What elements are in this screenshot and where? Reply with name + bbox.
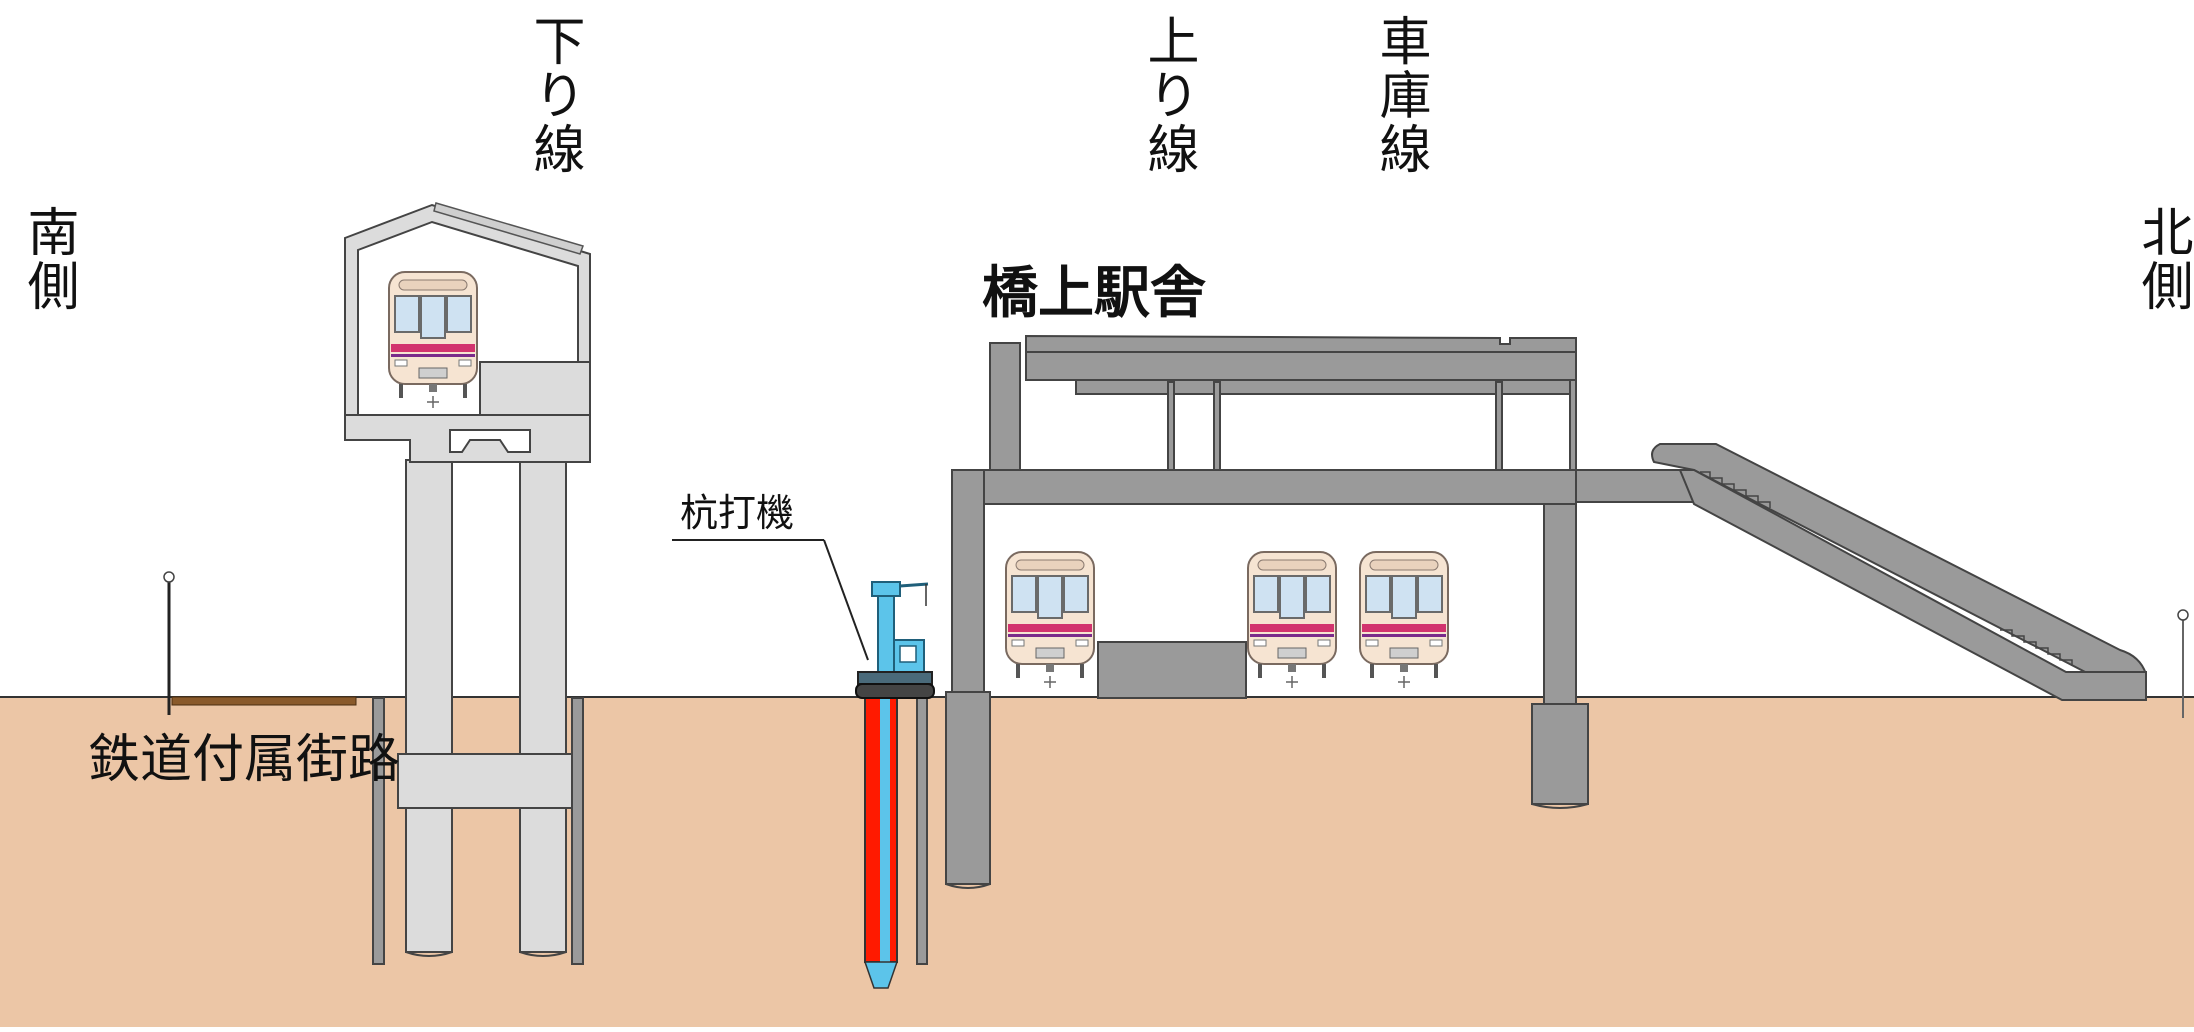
train-icon (388, 271, 478, 409)
rail-street-label: 鉄道付属街路 (88, 730, 401, 790)
down-line-label: 下り線 (524, 14, 584, 176)
train-icon (1247, 551, 1337, 689)
north-marker-pole (2177, 609, 2189, 718)
pile-driver-icon (672, 539, 935, 989)
north-side-label: 北側 (2132, 205, 2192, 313)
up-line-label: 上り線 (1138, 14, 1198, 176)
station-over-track (945, 334, 1695, 889)
station-over-track-label: 橋上駅舎 (982, 261, 1206, 326)
depot-line-label: 車庫線 (1370, 14, 1430, 176)
south-side-label: 南側 (18, 205, 78, 313)
pile-driver-label: 杭打機 (680, 491, 795, 535)
train-icon (1359, 551, 1449, 689)
rail-street-road (163, 571, 357, 715)
train-icon (1005, 551, 1095, 689)
escalator-icon (1651, 443, 2147, 701)
down-line-viaduct (344, 202, 591, 965)
ground (0, 696, 2194, 1027)
